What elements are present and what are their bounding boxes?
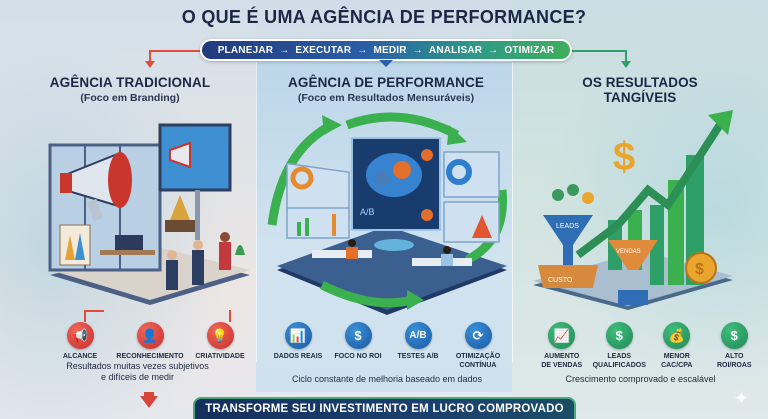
- bar-chart-icon: 📊: [284, 322, 312, 349]
- down-arrow-stem: [144, 392, 154, 397]
- page-title: O QUE É UMA AGÊNCIA DE PERFORMANCE?: [181, 7, 587, 27]
- arrow-down-icon: [140, 396, 158, 408]
- heading-text: AGÊNCIA TRADICIONAL: [49, 75, 211, 90]
- svg-text:$: $: [613, 135, 635, 179]
- tangible-results-heading: OS RESULTADOS TANGÍVEIS: [512, 75, 768, 105]
- benefit-real-data: 📊 DADOS REAIS: [269, 322, 327, 370]
- benefit-label: TESTES A/B: [397, 353, 439, 360]
- svg-text:LEADS: LEADS: [556, 223, 579, 230]
- svg-text:A/B: A/B: [360, 207, 375, 217]
- subheading-text: (Foco em Resultados Mensuráveis): [297, 92, 475, 104]
- arrow-right-icon: →: [412, 44, 423, 56]
- growth-chart-icon: 📈: [548, 322, 576, 349]
- benefit-label: DADOS REAIS: [273, 353, 323, 360]
- arrow-right-icon: →: [279, 44, 290, 56]
- benefit-label: FOCO NO ROI: [334, 353, 382, 360]
- benefit-label: ROI/ROAS: [716, 361, 752, 369]
- caption-line: e difíceis de medir: [100, 372, 175, 382]
- tangible-results-illustration: $ LEADS CUSTO VENDAS $: [518, 110, 763, 315]
- dollar-icon: $: [605, 322, 633, 349]
- process-step: PLANEJAR: [217, 44, 274, 56]
- benefit-label: CAC/CPA: [661, 361, 693, 369]
- connector-line-left-vertical: [149, 50, 151, 62]
- benefit-sales-growth: 📈 AUMENTO DE VENDAS: [534, 322, 589, 370]
- process-steps-banner: PLANEJAR → EXECUTAR → MEDIR → ANALISAR →…: [200, 39, 572, 61]
- traditional-caption: Resultados muitas vezes subjetivos e dif…: [20, 361, 255, 383]
- benefit-reach: 📢 ALCANCE: [48, 322, 112, 362]
- person-award-icon: 👤: [136, 322, 164, 349]
- heading-text: TANGÍVEIS: [603, 90, 677, 105]
- arrow-down-icon: [621, 61, 631, 68]
- svg-text:VENDAS: VENDAS: [616, 249, 641, 255]
- benefit-label: MENOR: [663, 353, 690, 360]
- sparkle-icon: ✦: [733, 388, 750, 410]
- pill-pointer: [379, 60, 393, 67]
- subheading-text: (Foco em Branding): [80, 92, 180, 104]
- refresh-icon: ⟳: [464, 322, 492, 349]
- performance-agency-illustration: A/B: [262, 110, 512, 315]
- results-panel-background: [512, 0, 768, 419]
- results-caption: Crescimento comprovado e escalável: [565, 374, 716, 384]
- benefit-label: ALCANCE: [62, 353, 98, 360]
- benefit-lower-cac: 💰 MENOR CAC/CPA: [649, 322, 704, 370]
- dollar-cycle-icon: $: [720, 322, 748, 349]
- benefit-label: DE VENDAS: [541, 361, 583, 369]
- benefit-label: LEADS: [607, 353, 632, 360]
- heading-text: OS RESULTADOS: [582, 75, 698, 90]
- arrow-right-icon: →: [488, 44, 499, 56]
- traditional-agency-heading: AGÊNCIA TRADICIONAL (Foco em Branding): [0, 75, 260, 104]
- money-bag-hand-icon: 💰: [663, 322, 691, 349]
- connector-line-right: [570, 50, 626, 52]
- benefit-label: ALTO: [725, 353, 744, 360]
- benefit-label: AUMENTO: [544, 353, 580, 360]
- benefit-label: OTIMIZAÇÃO: [455, 353, 501, 360]
- lightbulb-icon: 💡: [206, 322, 234, 349]
- connector-line: [84, 310, 104, 312]
- performance-agency-heading: AGÊNCIA DE PERFORMANCE (Foco em Resultad…: [256, 75, 516, 104]
- column-divider: [512, 62, 513, 362]
- megaphone-icon: 📢: [66, 322, 94, 349]
- benefit-continuous-optimization: ⟳ OTIMIZAÇÃO CONTÍNUA: [449, 322, 507, 370]
- svg-text:$: $: [695, 261, 704, 278]
- connector-line: [229, 310, 231, 322]
- performance-caption: Ciclo constante de melhoria baseado em d…: [291, 374, 483, 384]
- results-benefits-row: 📈 AUMENTO DE VENDAS $ LEADS QUALIFICADOS…: [533, 322, 763, 370]
- traditional-benefits-row: 📢 ALCANCE 👤 RECONHECIMENTO 💡 CRIATIVIDAD…: [45, 322, 255, 362]
- benefit-qualified-leads: $ LEADS QUALIFICADOS: [592, 322, 647, 370]
- connector-line: [84, 310, 86, 322]
- process-step: ANALISAR: [428, 44, 483, 56]
- svg-text:CUSTO: CUSTO: [548, 277, 573, 284]
- benefit-high-roi: $ ALTO ROI/ROAS: [707, 322, 762, 370]
- process-step: MEDIR: [373, 44, 407, 56]
- benefit-ab-tests: A/B TESTES A/B: [389, 322, 447, 370]
- benefit-recognition: 👤 RECONHECIMENTO: [116, 322, 184, 362]
- dollar-cycle-icon: $: [344, 322, 372, 349]
- caption-line: Resultados muitas vezes subjetivos: [66, 361, 209, 371]
- connector-line-left: [150, 50, 202, 52]
- benefit-creativity: 💡 CRIATIVIDADE: [188, 322, 252, 362]
- arrow-down-icon: [145, 61, 155, 68]
- connector-line-right-vertical: [625, 50, 627, 62]
- column-divider: [256, 62, 257, 362]
- arrow-right-icon: →: [357, 44, 368, 56]
- benefit-label: QUALIFICADOS: [592, 361, 646, 369]
- benefit-label: RECONHECIMENTO: [116, 353, 184, 360]
- performance-benefits-row: 📊 DADOS REAIS $ FOCO NO ROI A/B TESTES A…: [268, 322, 508, 370]
- process-step: OTIMIZAR: [504, 44, 555, 56]
- process-step: EXECUTAR: [295, 44, 352, 56]
- benefit-roi-focus: $ FOCO NO ROI: [329, 322, 387, 370]
- ab-test-icon: A/B: [404, 322, 432, 349]
- benefit-label: CONTÍNUA: [459, 361, 497, 369]
- heading-text: AGÊNCIA DE PERFORMANCE: [288, 75, 484, 90]
- traditional-agency-illustration: [20, 115, 250, 315]
- benefit-label: CRIATIVIDADE: [195, 353, 245, 360]
- cta-banner: TRANSFORME SEU INVESTIMENTO EM LUCRO COM…: [193, 397, 576, 419]
